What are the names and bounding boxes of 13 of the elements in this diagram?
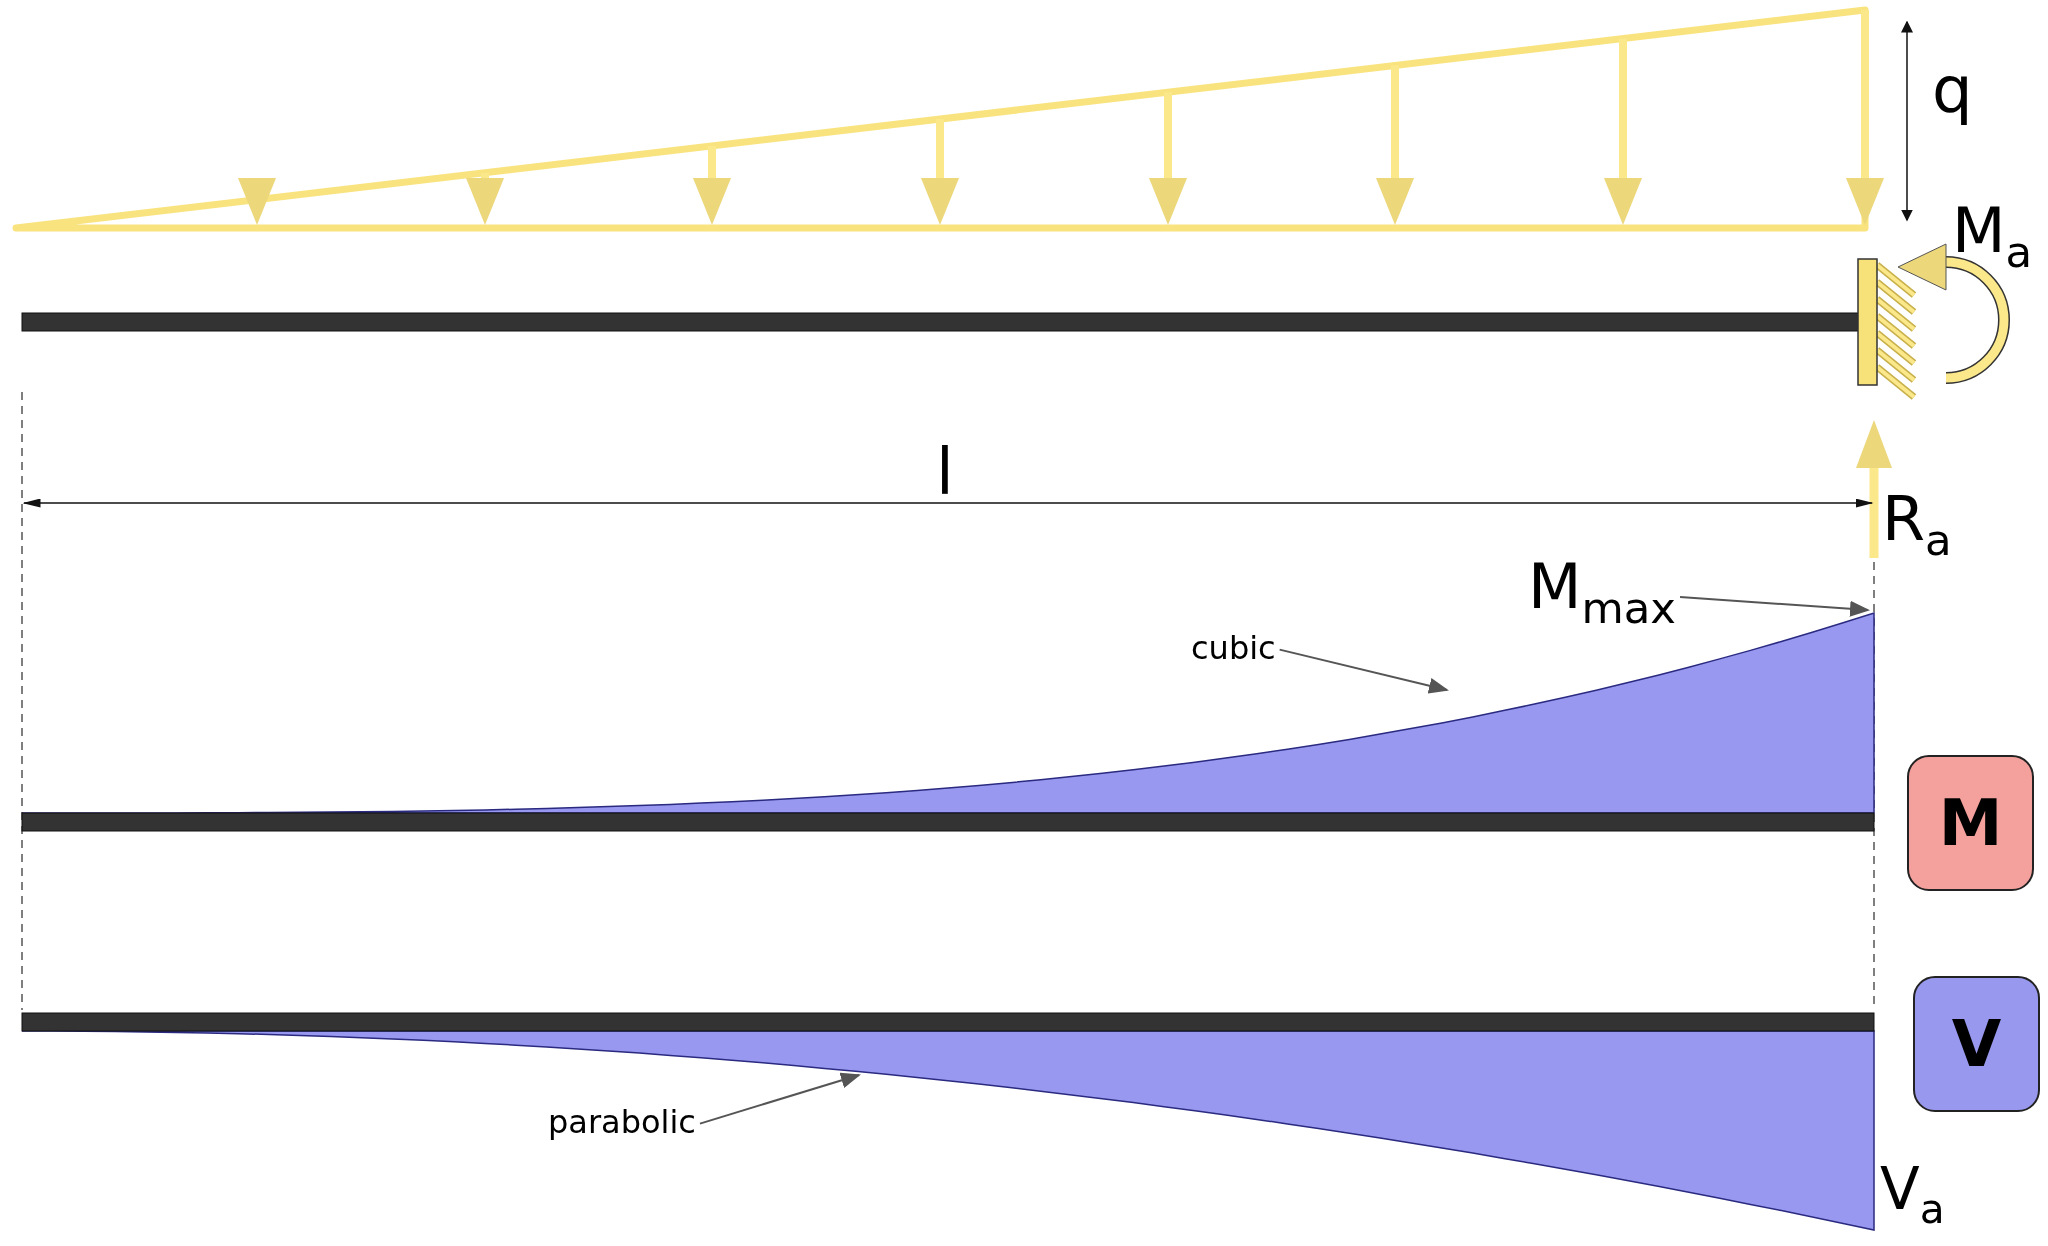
leader-line <box>1679 596 1870 617</box>
moment-label: M$_{a}$ <box>1952 200 2033 275</box>
length-label: l <box>936 440 954 504</box>
shear-diagram <box>21 1012 1875 1231</box>
shear-label: V$_{a}$ <box>1880 1160 1945 1230</box>
moment-label: M$_{max}$ <box>1528 556 1677 631</box>
leader-label: cubic <box>1191 632 1276 664</box>
legend-box: V <box>1913 976 2040 1112</box>
leader-label: parabolic <box>548 1106 696 1138</box>
reaction-label: R$_{a}$ <box>1882 488 1952 563</box>
leader-line <box>698 1072 861 1125</box>
legend-box: M <box>1907 755 2034 891</box>
leader-line <box>1278 648 1449 694</box>
